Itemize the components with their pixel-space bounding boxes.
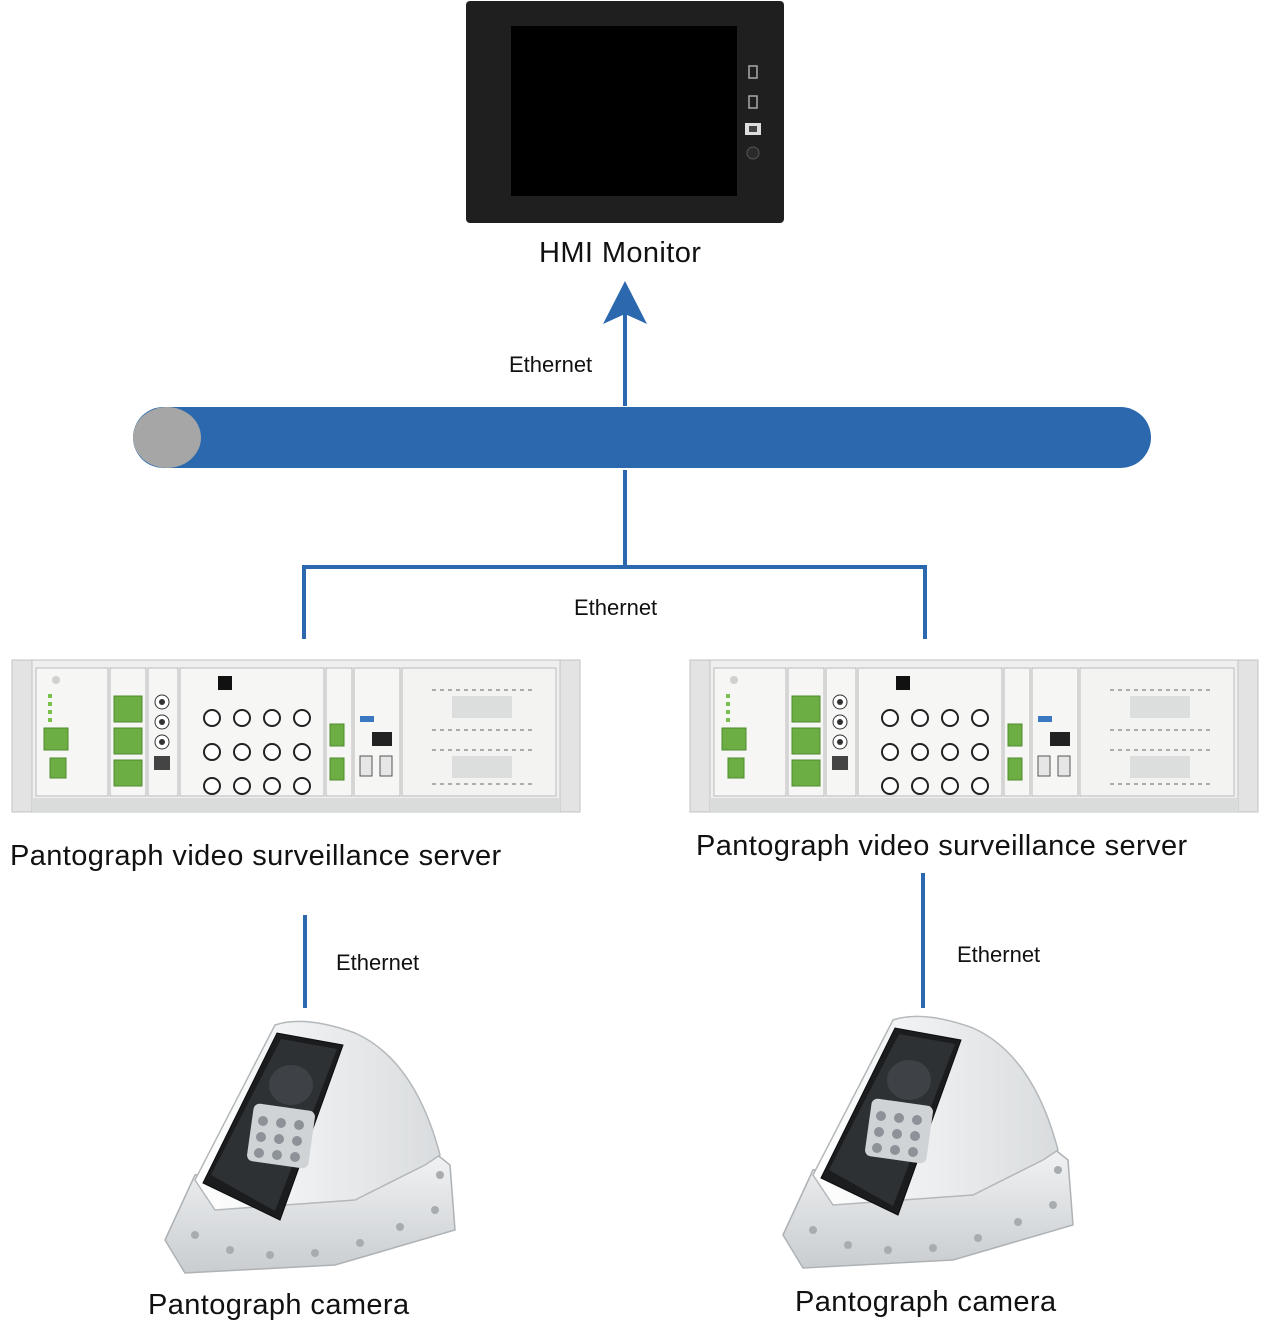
- ethernet-bus: [133, 407, 1151, 468]
- server-left-label: Pantograph video surveillance server: [10, 840, 502, 872]
- server-right: [689, 659, 1259, 813]
- server-left: [11, 659, 581, 813]
- camera-left: [164, 1020, 456, 1274]
- link-bus-to-hmi: [603, 281, 647, 406]
- camera-right: [782, 1015, 1074, 1269]
- camera-right-label: Pantograph camera: [795, 1286, 1057, 1318]
- arrow-up-icon: [603, 281, 647, 324]
- link-servers-to-bus: [302, 470, 927, 639]
- usb-port-icon: [748, 95, 758, 109]
- power-button-icon: [746, 146, 760, 160]
- server-right-label: Pantograph video surveillance server: [696, 830, 1188, 862]
- camera-left-label: Pantograph camera: [148, 1289, 410, 1321]
- ethernet-label-hmi: Ethernet: [509, 352, 593, 377]
- ethernet-label-camera-left: Ethernet: [336, 950, 420, 975]
- usb-port-icon: [748, 65, 758, 79]
- hmi-monitor-label: HMI Monitor: [539, 237, 702, 269]
- ethernet-label-camera-right: Ethernet: [957, 942, 1041, 967]
- hmi-monitor: [466, 1, 784, 223]
- ethernet-label-servers: Ethernet: [574, 595, 658, 620]
